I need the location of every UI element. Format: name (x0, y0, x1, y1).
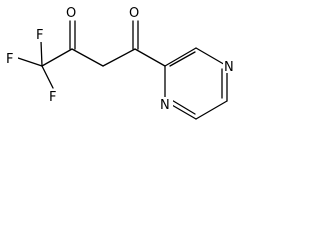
ring-bond-c1-c6 (164, 47, 197, 67)
ring-bond-c3-n2-inner (169, 98, 196, 115)
bond-c2-c3 (71, 48, 104, 67)
ring-bond-c1-c6-inner (169, 51, 196, 67)
atom-fluorine-left: F (6, 52, 13, 67)
ring-bond-c6-n5 (195, 47, 228, 67)
atom-oxygen-2: O (129, 6, 139, 21)
ring-bond-c4-c3 (195, 100, 228, 120)
bond-c4-ring (134, 48, 166, 67)
atom-fluorine-lower: F (49, 90, 56, 105)
atom-nitrogen-ring-left: N (160, 98, 170, 113)
bond-cf3-f-upper (40, 40, 43, 67)
bond-cf3-c2 (41, 48, 73, 67)
bond-c3-c4 (102, 48, 136, 67)
bond-lines (17, 20, 228, 120)
atom-fluorine-upper: F (36, 28, 43, 43)
molecule-structure-diagram: F F F O O N N (5, 4, 237, 120)
atom-nitrogen-ring-right: N (224, 60, 234, 75)
bond-cf3-f-lower (41, 65, 54, 89)
atom-oxygen-1: O (66, 6, 76, 21)
bond-cf3-f-left (17, 57, 43, 67)
atom-labels: F F F O O N N (5, 4, 237, 113)
